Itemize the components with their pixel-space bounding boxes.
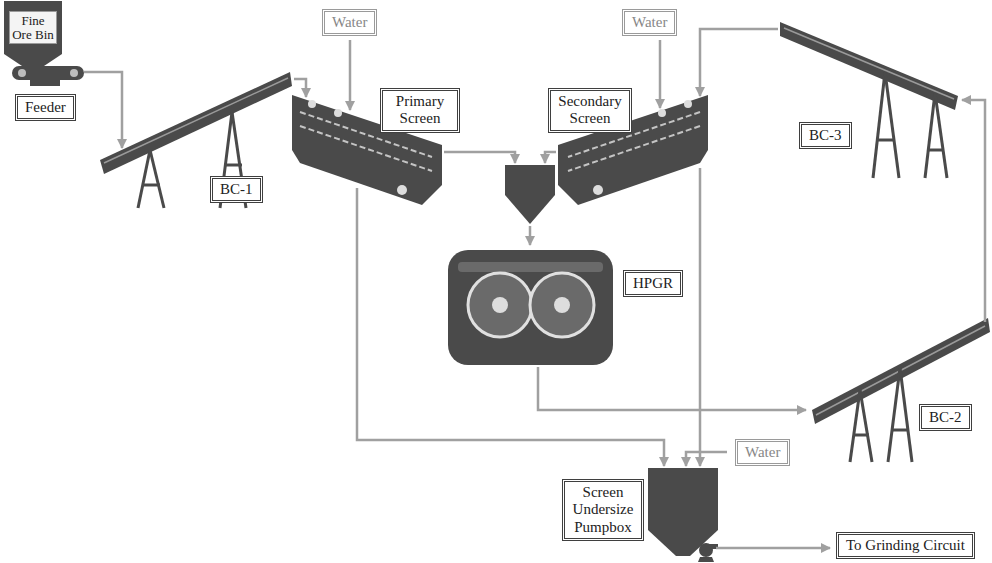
flow-arrow — [294, 79, 306, 97]
pumpbox-tank — [648, 468, 718, 556]
conveyor-belt — [812, 318, 990, 462]
node-text: Water — [632, 14, 667, 31]
water-box: Water — [622, 9, 677, 36]
flow-arrow — [699, 168, 702, 466]
flow-arrow — [349, 40, 352, 110]
flow-arrow — [686, 452, 727, 466]
equipment-label: Secondary Screen — [548, 88, 632, 133]
equipment-label: Screen Undersize Pumpbox — [562, 479, 644, 541]
flow-arrow — [444, 152, 515, 163]
equipment-label: BC-3 — [799, 122, 852, 149]
equipment-label: Feeder — [15, 94, 76, 121]
conveyor-belt — [780, 22, 958, 178]
flow-arrow — [962, 100, 985, 322]
node-text: Water — [332, 14, 367, 31]
node-text: Screen Undersize Pumpbox — [572, 484, 634, 536]
node-text: Secondary Screen — [558, 93, 622, 128]
node-text: To Grinding Circuit — [846, 537, 965, 554]
hpgr-machine — [448, 250, 613, 365]
node-text: BC-2 — [929, 409, 962, 426]
flow-arrow — [357, 188, 664, 466]
feed-arrow — [529, 226, 532, 245]
flow-arrow — [545, 152, 556, 163]
node-text: Feeder — [25, 99, 66, 116]
node-text: Primary Screen — [390, 93, 450, 128]
pump-symbol — [698, 543, 718, 562]
equipment-label: BC-1 — [210, 176, 263, 203]
equipment-label: Primary Screen — [380, 88, 460, 133]
water-box: Water — [735, 439, 790, 466]
bin-label: Fine Ore Bin — [9, 11, 57, 44]
node-text: BC-1 — [220, 181, 253, 198]
flow-arrow — [716, 547, 830, 550]
conveyor-belt — [100, 72, 292, 208]
flow-arrow — [538, 367, 806, 410]
ore-bin — [4, 1, 62, 66]
flow-arrow — [659, 40, 662, 108]
node-text: Fine Ore Bin — [12, 14, 54, 41]
equipment-label: To Grinding Circuit — [836, 532, 975, 559]
node-text: BC-3 — [809, 127, 842, 144]
node-text: HPGR — [633, 275, 673, 292]
node-text: Water — [745, 444, 780, 461]
equipment-label: BC-2 — [919, 404, 972, 431]
flow-arrow — [84, 72, 122, 148]
water-box: Water — [322, 9, 377, 36]
feeder-symbol — [12, 66, 84, 86]
equipment-label: HPGR — [623, 270, 683, 297]
flow-arrow — [700, 29, 778, 96]
feed-chute — [505, 165, 555, 224]
